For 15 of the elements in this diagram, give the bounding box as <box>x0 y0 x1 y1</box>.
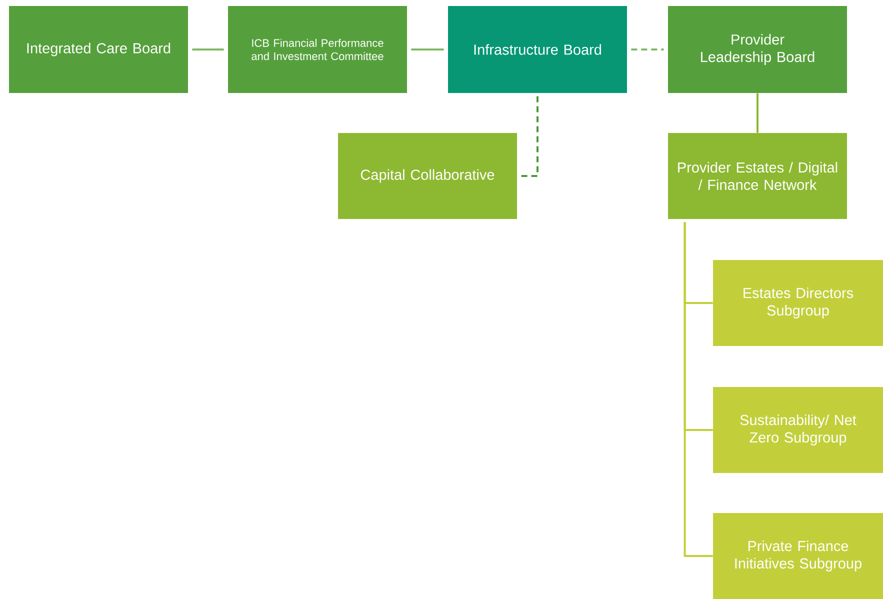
board-box: Integrated Care Board <box>9 6 188 93</box>
connector-line <box>631 48 664 50</box>
connector-line <box>192 48 224 50</box>
connector-line <box>521 96 538 177</box>
board-box: Provider Leadership Board <box>668 6 847 93</box>
subgroup-box: Sustainability/ Net Zero Subgroup <box>713 387 883 473</box>
connector-line <box>411 48 444 50</box>
group-box: Provider Estates / Digital / Finance Network <box>668 133 847 219</box>
committee-box: ICB Financial Performance and Investment Committee <box>228 6 407 93</box>
subgroup-box: Private Finance Initiatives Subgroup <box>713 512 883 599</box>
group-box: Capital Collaborative <box>338 133 517 219</box>
board-box: Infrastructure Board <box>448 6 627 93</box>
connector-line <box>684 222 713 557</box>
subgroup-box: Estates Directors Subgroup <box>713 260 883 346</box>
connector-line <box>756 93 758 133</box>
